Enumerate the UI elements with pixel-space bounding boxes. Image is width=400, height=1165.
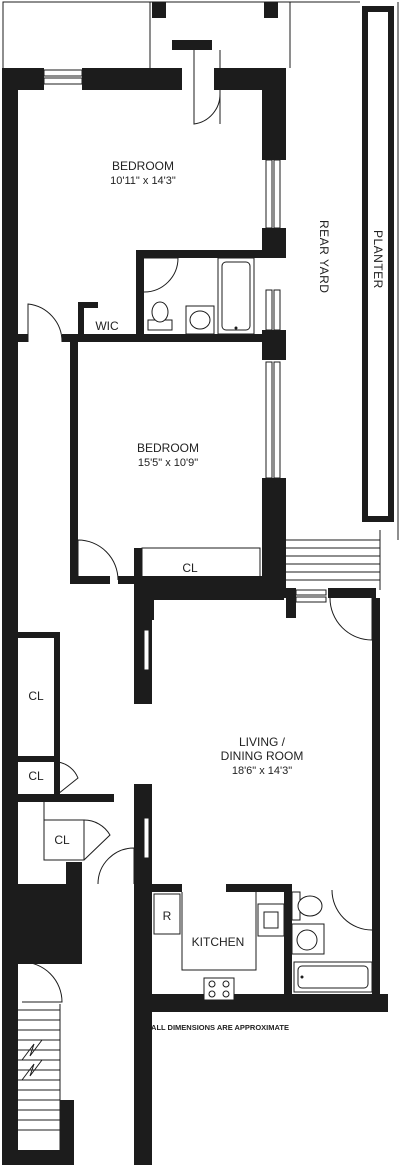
living-room-label-line1: LIVING / <box>239 735 286 749</box>
planter-label: PLANTER <box>371 230 385 289</box>
bedroom-1-label: BEDROOM <box>112 159 174 173</box>
bedroom-2-dims: 15'5" x 10'9" <box>138 457 198 469</box>
closet-label-hall-3: CL <box>54 833 70 847</box>
bathroom-2-fixtures <box>291 891 373 993</box>
closet-label-hall-1: CL <box>28 689 44 703</box>
bathroom-1-fixtures <box>147 257 255 335</box>
stairs <box>18 1004 61 1150</box>
kitchen-fixtures <box>153 892 285 1001</box>
closet-label-hall-2: CL <box>28 769 44 783</box>
walls <box>2 2 388 1165</box>
planter <box>362 6 394 522</box>
rear-yard-label: REAR YARD <box>317 220 331 293</box>
rear-yard-outline <box>2 1 399 590</box>
bedroom-1-dims: 10'11" x 14'3" <box>110 175 176 187</box>
refrigerator-label: R <box>163 909 172 923</box>
kitchen-label: KITCHEN <box>192 935 245 949</box>
living-room-dims: 18'6" x 14'3" <box>232 765 292 777</box>
closet-outlines <box>43 547 261 861</box>
living-room-label-line2: DINING ROOM <box>221 749 304 763</box>
bedroom-2-label: BEDROOM <box>137 441 199 455</box>
doors <box>21 50 373 1003</box>
wic-label: WIC <box>95 319 119 333</box>
approximate-dimensions-note: ALL DIMENSIONS ARE APPROXIMATE <box>151 1023 289 1032</box>
closet-label-bedroom: CL <box>182 561 198 575</box>
windows <box>43 69 327 859</box>
